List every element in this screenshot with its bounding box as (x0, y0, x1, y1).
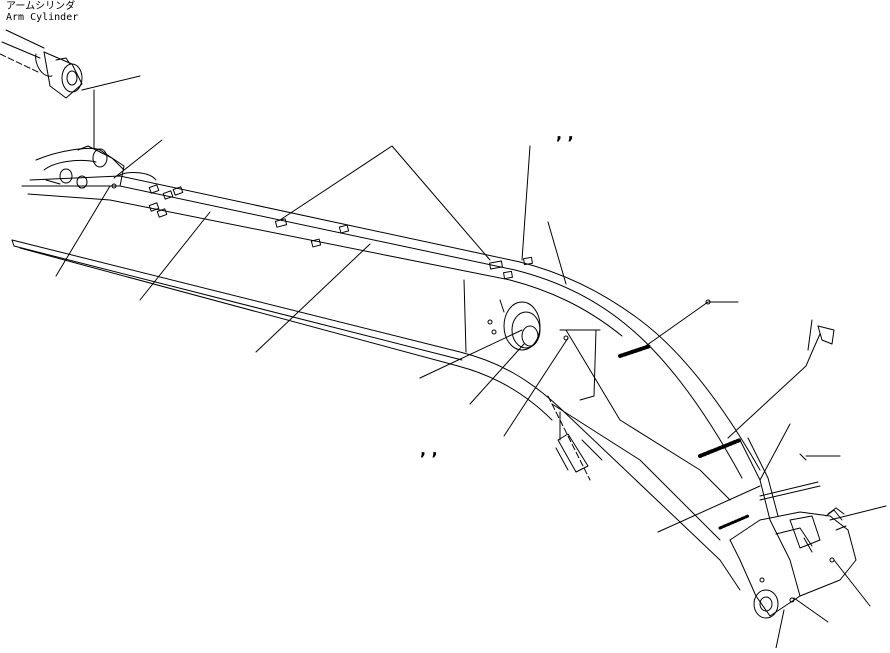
arm-cylinder-label-en: Arm Cylinder (6, 12, 79, 23)
bolt-assembly (799, 319, 835, 461)
boom-pipes (618, 344, 821, 530)
detail-marks (111, 183, 847, 531)
middle-part-marker: , , (420, 440, 438, 459)
boom-cylinder (547, 395, 591, 481)
boom-upper-flange (21, 172, 761, 479)
top-part-marker: , , (556, 124, 574, 143)
boom-side-plates (463, 279, 731, 541)
arm-cylinder-label-jp: アームシリンダ (6, 1, 76, 12)
pipe-clamps (148, 184, 533, 280)
arm-cylinder (0, 29, 83, 99)
boom-foot-bracket (35, 145, 125, 189)
arm-cylinder-label: アームシリンダ Arm Cylinder (6, 1, 78, 23)
leader-lines (55, 75, 887, 649)
boom-cylinder-boss (487, 301, 541, 351)
boom-lower-flange (11, 239, 741, 591)
